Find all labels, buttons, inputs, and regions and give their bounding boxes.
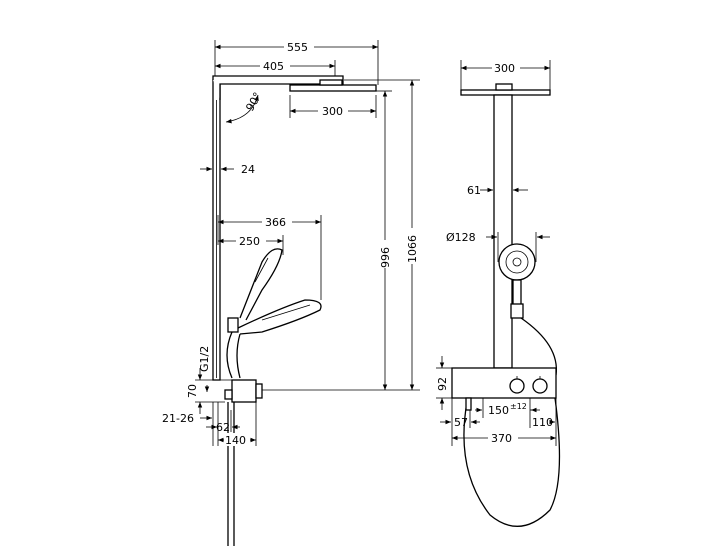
dim-300-side: 300 xyxy=(322,105,343,118)
dim-128: Ø128 xyxy=(446,231,476,244)
dim-370: 370 xyxy=(491,432,512,445)
dim-1066: 1066 xyxy=(406,235,419,263)
angle-label: 90° xyxy=(243,90,264,113)
dim-996: 996 xyxy=(379,247,392,268)
dim-555: 555 xyxy=(287,41,308,54)
dim-61: 61 xyxy=(467,184,481,197)
dim-150-tolerance: ±12 xyxy=(510,402,527,411)
dim-300-front: 300 xyxy=(494,62,515,75)
connection-label: G1/2 xyxy=(198,346,211,372)
side-view: 90° 555 405 300 24 366 250 xyxy=(162,40,420,546)
dim-150: 150 xyxy=(488,404,509,417)
dim-21-26: 21-26 xyxy=(162,412,194,425)
front-view: 300 61 Ø128 92 xyxy=(436,60,561,528)
dim-250: 250 xyxy=(239,235,260,248)
dim-57: 57 xyxy=(454,416,468,429)
dim-140: 140 xyxy=(225,434,246,447)
dim-405: 405 xyxy=(263,60,284,73)
dim-366: 366 xyxy=(265,216,286,229)
dim-62: 62 xyxy=(216,421,230,434)
dim-70: 70 xyxy=(186,384,199,398)
dim-24: 24 xyxy=(241,163,255,176)
dim-92: 92 xyxy=(436,377,449,391)
dim-110: 110 xyxy=(532,416,553,429)
